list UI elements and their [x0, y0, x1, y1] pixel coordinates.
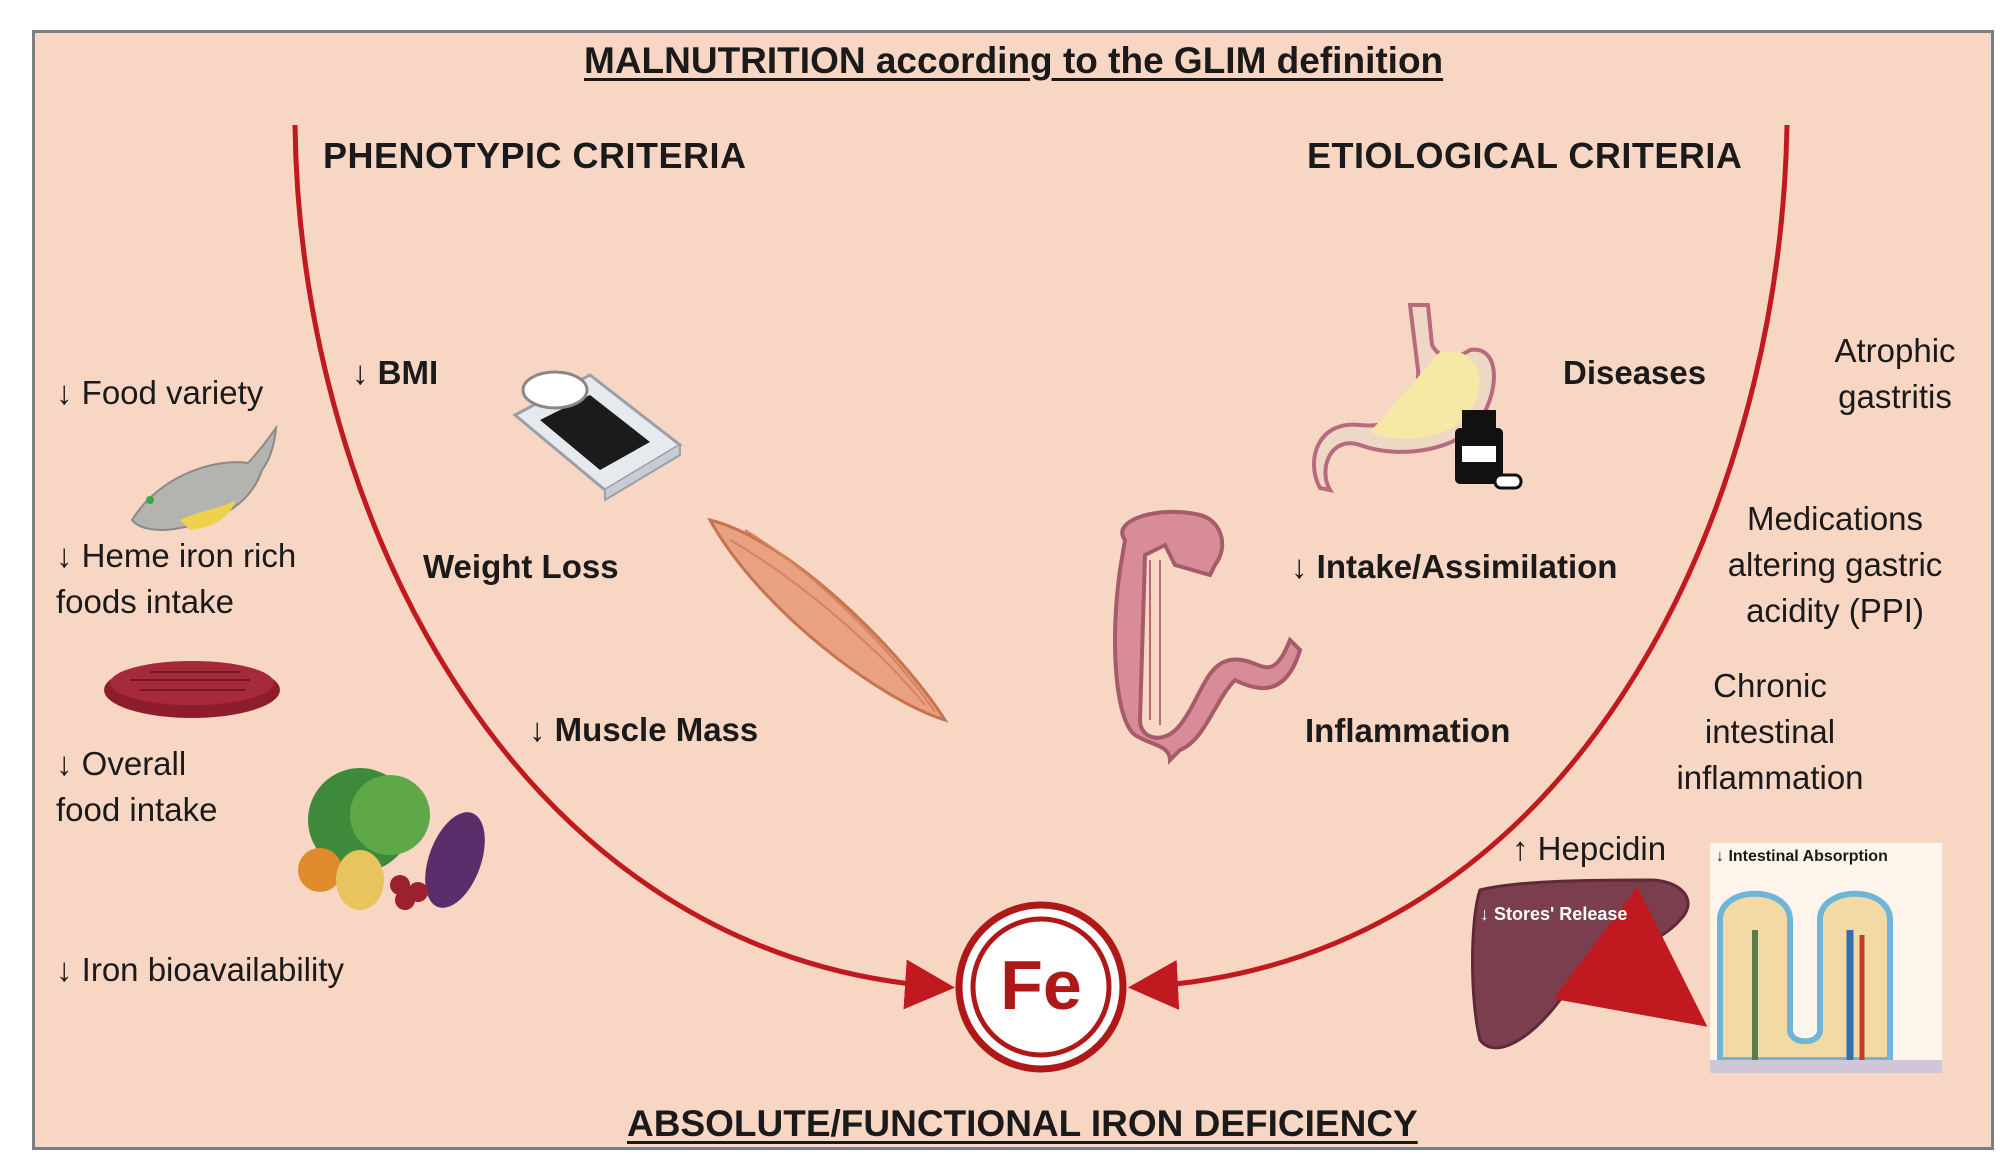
chronic-note-line3: inflammation [1676, 759, 1864, 796]
overall-intake-note-line1: ↓ Overall [56, 745, 187, 782]
heme-iron-note-line2: foods intake [56, 583, 234, 620]
phenotypic-heading: PHENOTYPIC CRITERIA [323, 135, 747, 176]
villi-icon [1710, 843, 1942, 1073]
etiological-heading: ETIOLOGICAL CRITERIA [1307, 135, 1743, 176]
muscle-icon [707, 517, 949, 723]
stomach-icon [1312, 303, 1496, 493]
hepcidin-note: ↑ Hepcidin [1512, 830, 1667, 867]
chronic-note-line2: intestinal [1704, 713, 1836, 750]
diagram-footer: ABSOLUTE/FUNCTIONAL IRON DEFICIENCY [627, 1103, 1418, 1144]
weight-loss-label: Weight Loss [423, 548, 619, 585]
intake-label: ↓ Intake/Assimilation [1291, 548, 1618, 585]
fe-symbol: Fe [1000, 946, 1082, 1024]
medications-note-line3: acidity (PPI) [1746, 592, 1924, 629]
scale-icon [512, 370, 683, 502]
stores-release-label: ↓ Stores' Release [1480, 904, 1628, 924]
atrophic-note-line2: gastritis [1838, 378, 1952, 415]
food-variety-note: ↓ Food variety [56, 374, 264, 411]
intestine-icon [1113, 509, 1303, 765]
intestinal-absorption-label: ↓ Intestinal Absorption [1716, 848, 1888, 865]
diseases-label: Diseases [1563, 354, 1707, 391]
chronic-note-line1: Chronic [1713, 667, 1827, 704]
iron-bioavailability-note: ↓ Iron bioavailability [56, 951, 344, 988]
fe-circle [955, 901, 1127, 1073]
overall-intake-note-line2: food intake [56, 791, 218, 828]
vegetables-icon [298, 768, 485, 910]
fish-icon [130, 424, 278, 531]
etiological-curve [1128, 124, 1790, 1010]
phenotypic-curve [292, 124, 955, 1010]
release-arrow [1553, 886, 1708, 1027]
pill-bottle-icon [1455, 410, 1523, 490]
muscle-mass-label: ↓ Muscle Mass [529, 711, 759, 748]
bmi-label: ↓ BMI [352, 354, 439, 391]
diagram-title: MALNUTRITION according to the GLIM defin… [584, 40, 1444, 81]
heme-iron-note-line1: ↓ Heme iron rich [56, 537, 297, 574]
atrophic-note-line1: Atrophic [1834, 332, 1956, 369]
medications-note-line2: altering gastric [1727, 546, 1943, 583]
meat-icon [104, 661, 280, 718]
inflammation-label: Inflammation [1305, 712, 1511, 749]
medications-note-line1: Medications [1746, 500, 1924, 537]
